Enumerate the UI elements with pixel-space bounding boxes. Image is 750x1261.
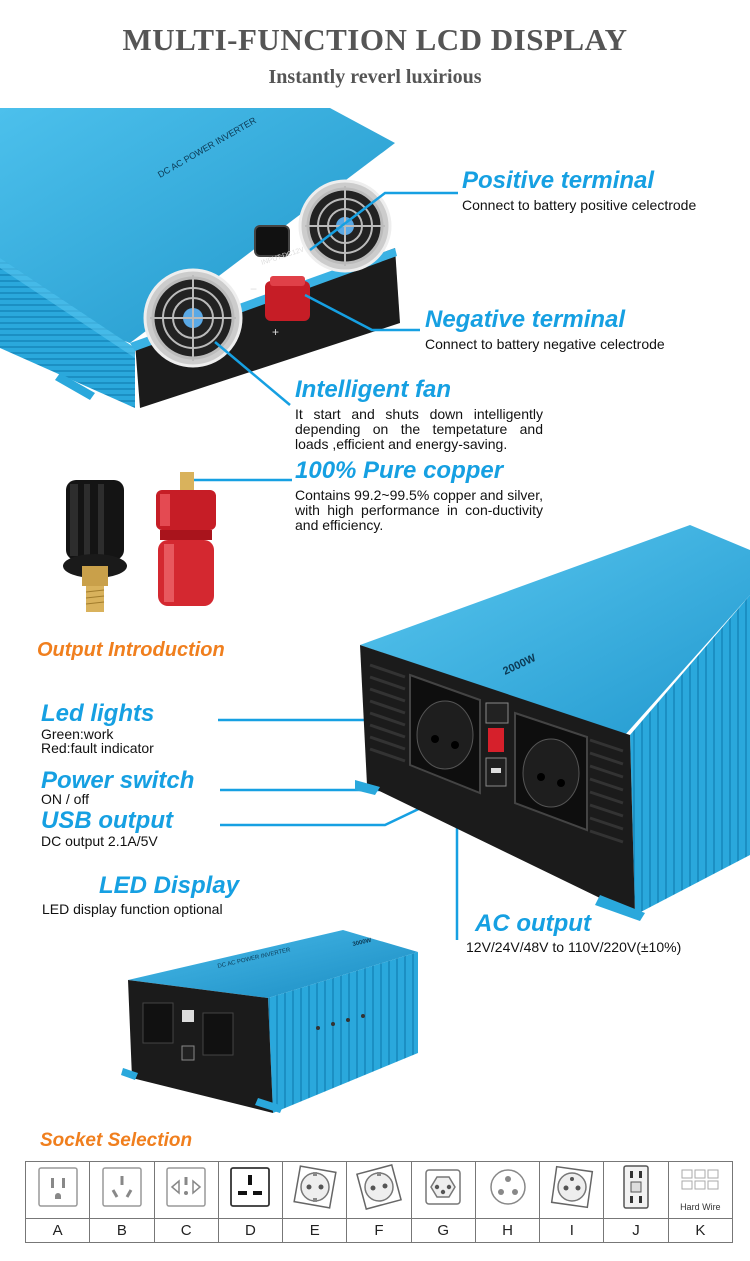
led-display-title: LED Display xyxy=(99,872,240,899)
socket-letter: A xyxy=(24,1217,91,1244)
socket-schuko-tilted-icon xyxy=(356,1164,402,1211)
socket-letter: I xyxy=(539,1217,605,1244)
negative-terminal-title: Negative terminal xyxy=(425,306,626,333)
black-terminal-icon xyxy=(63,480,127,612)
inverter-input-side-image: INPUT:DC12V − + DC AC POWER INVERTER xyxy=(0,108,400,408)
socket-selection-table: Hard Wire A B C D E F G H I J K xyxy=(24,1161,734,1244)
socket-option-g[interactable] xyxy=(410,1161,476,1219)
socket-option-e[interactable] xyxy=(282,1161,348,1219)
socket-gfci-icon xyxy=(623,1165,649,1210)
socket-letter: G xyxy=(410,1217,476,1244)
socket-universal-icon xyxy=(166,1167,206,1208)
positive-terminal-title: Positive terminal xyxy=(462,167,655,194)
socket-option-d[interactable] xyxy=(217,1161,284,1219)
small-socket-left-icon xyxy=(142,1002,174,1044)
small-display-icon xyxy=(182,1010,194,1022)
socket-option-k[interactable]: Hard Wire xyxy=(667,1161,734,1219)
socket-option-f[interactable] xyxy=(346,1161,412,1219)
led-lights-icon xyxy=(485,702,509,724)
led-lights-line1: Green:work xyxy=(41,726,114,742)
power-switch-desc: ON / off xyxy=(41,791,89,807)
socket-round-icon xyxy=(489,1169,526,1206)
fan-left-icon xyxy=(143,268,243,368)
socket-schuko-icon xyxy=(292,1165,337,1210)
copper-terminals-image xyxy=(63,472,216,612)
ac-output-desc: 12V/24V/48V to 110V/220V(±10%) xyxy=(466,939,682,955)
socket-letter: B xyxy=(89,1217,155,1244)
watt-label-small: 3000W xyxy=(352,938,372,948)
socket-letter: F xyxy=(346,1217,412,1244)
ac-output-title: AC output xyxy=(475,910,591,937)
socket-letter: E xyxy=(282,1217,348,1244)
socket-option-j[interactable] xyxy=(603,1161,669,1219)
plus-label: + xyxy=(272,325,279,339)
minus-label: − xyxy=(250,282,257,296)
socket-swiss-icon xyxy=(425,1169,461,1206)
socket-letter: D xyxy=(217,1217,284,1244)
output-section-title: Output Introduction xyxy=(37,639,225,661)
usb-output-desc: DC output 2.1A/5V xyxy=(41,833,158,849)
power-switch-icon xyxy=(488,728,504,752)
socket-letter: K xyxy=(667,1217,734,1244)
ac-socket-right-icon xyxy=(514,711,588,832)
intelligent-fan-title: Intelligent fan xyxy=(295,376,451,403)
socket-french-icon xyxy=(550,1166,593,1209)
socket-option-h[interactable] xyxy=(474,1161,541,1219)
negative-terminal-desc: Connect to battery negative celectrode xyxy=(425,336,665,352)
led-display-desc: LED display function optional xyxy=(42,901,223,917)
socket-letter: J xyxy=(603,1217,669,1244)
inverter-output-side-image: 2000W xyxy=(355,525,750,921)
small-socket-right-icon xyxy=(202,1012,234,1056)
socket-us-icon xyxy=(37,1167,78,1208)
positive-terminal-icon xyxy=(265,276,310,321)
negative-terminal-icon xyxy=(254,225,290,257)
socket-option-b[interactable] xyxy=(89,1161,155,1219)
socket-au-icon xyxy=(102,1167,142,1208)
pure-copper-desc: Contains 99.2~99.5% copper and silver, w… xyxy=(295,487,543,533)
ac-socket-left-icon xyxy=(409,673,481,795)
usb-output-title: USB output xyxy=(41,807,173,834)
led-lights-title: Led lights xyxy=(41,700,155,727)
fan-right-icon xyxy=(298,179,392,273)
pure-copper-title: 100% Pure copper xyxy=(295,457,504,484)
socket-option-c[interactable] xyxy=(153,1161,219,1219)
socket-letter: H xyxy=(474,1217,541,1244)
red-terminal-icon xyxy=(156,472,216,606)
positive-terminal-desc: Connect to battery positive celectrode xyxy=(462,197,697,213)
socket-option-i[interactable] xyxy=(539,1161,605,1219)
page-title: MULTI-FUNCTION LCD DISPLAY xyxy=(122,22,628,57)
socket-selection-title: Socket Selection xyxy=(40,1130,193,1151)
socket-uk-icon xyxy=(230,1167,271,1208)
page-subtitle: Instantly reverl luxirious xyxy=(268,66,482,88)
socket-option-a[interactable] xyxy=(24,1161,91,1219)
hard-wire-icon xyxy=(681,1169,719,1190)
hard-wire-label: Hard Wire xyxy=(680,1202,721,1213)
inverter-small-image: DC AC POWER INVERTER 3000W xyxy=(121,930,418,1113)
intelligent-fan-desc: It start and shuts down intelligently de… xyxy=(295,406,543,452)
power-switch-title: Power switch xyxy=(41,767,195,794)
socket-letter: C xyxy=(153,1217,219,1244)
led-lights-line2: Red:fault indicator xyxy=(41,740,154,756)
